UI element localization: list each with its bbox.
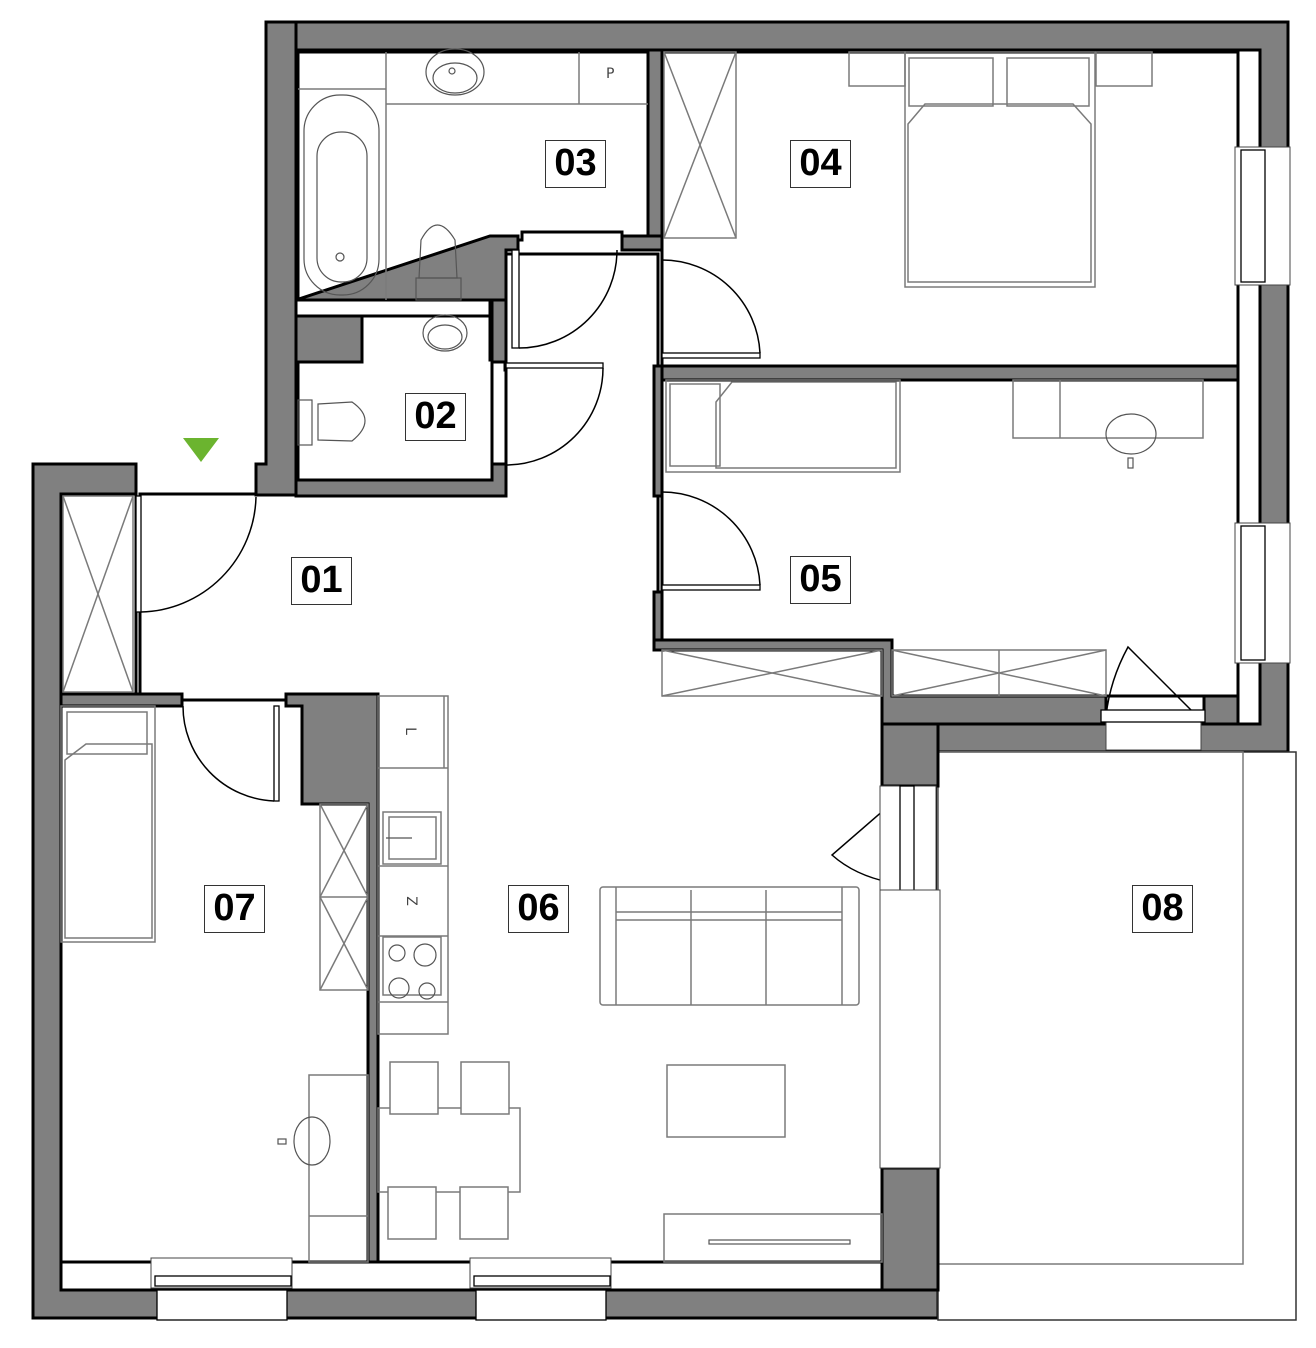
wall-02-bottom bbox=[294, 462, 508, 498]
wall-04-05 bbox=[660, 364, 1240, 382]
cooktop-icon bbox=[382, 936, 442, 996]
wc-fixtures bbox=[297, 314, 468, 446]
kitchen-living-furniture bbox=[377, 695, 883, 1263]
cabinet-label-p: P bbox=[606, 66, 615, 82]
room-label-07: 07 bbox=[204, 885, 265, 933]
chair-icon bbox=[459, 1186, 509, 1240]
wall-02-03 bbox=[490, 298, 508, 364]
desk-icon bbox=[1012, 379, 1204, 439]
dining-table-icon bbox=[377, 1107, 521, 1193]
desk-icon bbox=[308, 1074, 369, 1263]
sink-icon bbox=[425, 48, 485, 96]
wall-04-05-left bbox=[652, 364, 664, 498]
hall-furniture bbox=[62, 495, 883, 697]
room-label-06: 06 bbox=[508, 885, 569, 933]
wall-03-04 bbox=[646, 48, 664, 252]
windows bbox=[150, 146, 1291, 1321]
sink-icon bbox=[422, 314, 468, 352]
chair-icon bbox=[387, 1186, 437, 1240]
coffee-table-icon bbox=[666, 1064, 786, 1138]
wall-closet-07 bbox=[59, 692, 184, 708]
entry-door bbox=[135, 495, 142, 613]
bedroom-05-furniture bbox=[665, 379, 1204, 697]
nightstand-icon bbox=[1095, 51, 1153, 87]
office-chair-icon bbox=[1105, 413, 1157, 455]
floor-areas bbox=[59, 50, 1297, 1321]
kitchen-counter bbox=[377, 695, 449, 1035]
wardrobe-icon bbox=[62, 495, 134, 693]
room-label-08: 08 bbox=[1132, 885, 1193, 933]
sofa-icon bbox=[599, 886, 860, 1006]
entrance-marker-icon bbox=[183, 438, 219, 462]
tv-cabinet-icon bbox=[663, 1213, 883, 1263]
room-label-03: 03 bbox=[545, 140, 606, 188]
room-label-04: 04 bbox=[790, 140, 851, 188]
room-label-02: 02 bbox=[405, 393, 466, 441]
wardrobe-icon bbox=[661, 649, 883, 697]
single-bed-icon bbox=[60, 705, 156, 943]
chair-icon bbox=[460, 1061, 510, 1115]
room-04-floor bbox=[660, 50, 1240, 370]
toilet-icon bbox=[418, 224, 458, 279]
single-bed-icon bbox=[665, 379, 901, 473]
interior-walls bbox=[59, 48, 1240, 1292]
room-label-01: 01 bbox=[291, 557, 352, 605]
bedroom-07-furniture bbox=[60, 705, 369, 1263]
toilet-icon bbox=[297, 399, 313, 446]
doors bbox=[135, 249, 1198, 886]
kitchen-sink-icon bbox=[382, 811, 442, 865]
chair-icon bbox=[389, 1061, 439, 1115]
room-label-05: 05 bbox=[790, 556, 851, 604]
bathtub-icon bbox=[303, 94, 380, 296]
bedroom-04-furniture bbox=[663, 51, 1153, 288]
fridge-label-l: L bbox=[401, 727, 418, 735]
room-08-floor bbox=[937, 751, 1297, 1321]
double-bed-icon bbox=[904, 51, 1096, 288]
wall-05-left bbox=[652, 590, 664, 644]
office-chair-icon bbox=[293, 1116, 331, 1166]
bathroom-fixtures bbox=[298, 48, 648, 301]
wardrobe-icon bbox=[663, 51, 737, 239]
dishwasher-label-z: Z bbox=[402, 896, 419, 906]
